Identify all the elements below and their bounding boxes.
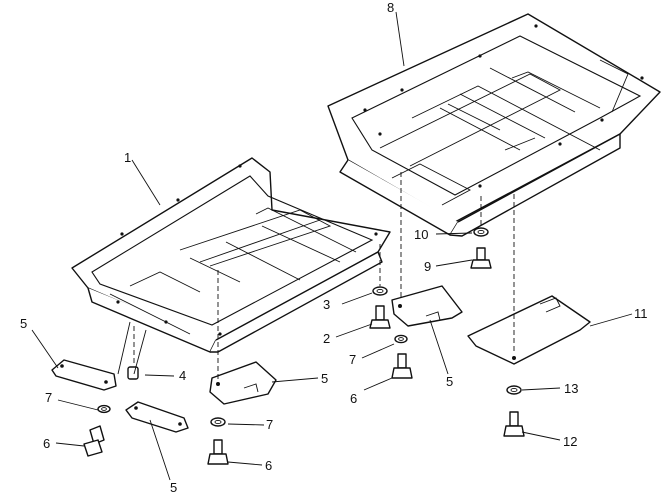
washer-7-center[interactable] [394,334,408,344]
callout-5-right: 5 [446,374,453,389]
callout-12: 12 [563,434,577,449]
callout-8: 8 [387,0,394,15]
callout-4: 4 [179,368,186,383]
washer-13[interactable] [506,385,522,395]
callout-6-lower: 6 [265,458,272,473]
callout-labels: 1 8 3 2 4 7 6 7 6 7 6 5 5 5 5 10 9 11 13… [20,0,648,494]
bolt-6-lower[interactable] [207,439,229,465]
assembly-lines [133,172,515,380]
washer-3[interactable] [372,286,388,296]
bolt-9[interactable] [470,247,492,269]
callout-1: 1 [124,150,131,165]
callout-7-left: 7 [45,390,52,405]
guard-frame-upper[interactable] [327,13,661,237]
callout-5-bottom: 5 [170,480,177,494]
callout-7-lower: 7 [266,417,273,432]
callout-6-left: 6 [43,436,50,451]
plate-11[interactable] [467,295,591,365]
cover-plate-center[interactable] [209,361,277,405]
guard-frame-lower[interactable] [71,157,391,353]
cover-plate-right[interactable] [391,285,463,327]
bolt-6-left[interactable] [83,425,105,457]
leader-lines [31,11,633,481]
cover-plate-left[interactable] [51,359,117,391]
washer-7-lower[interactable] [210,417,226,427]
callout-6-center: 6 [350,391,357,406]
bolt-12[interactable] [503,411,525,437]
bolt-6-center[interactable] [391,353,413,379]
callout-2: 2 [323,331,330,346]
callout-5-left: 5 [20,316,27,331]
callout-5-center: 5 [321,371,328,386]
bushing-4[interactable] [127,366,139,380]
callout-7-center: 7 [349,352,356,367]
washer-10[interactable] [473,227,489,237]
callout-3: 3 [323,297,330,312]
callout-10: 10 [414,227,428,242]
cover-plate-bottom[interactable] [125,401,189,433]
callout-11: 11 [634,306,648,321]
callout-9: 9 [424,259,431,274]
callout-13: 13 [564,381,578,396]
bolt-2[interactable] [369,305,391,329]
washer-7-left[interactable] [97,404,111,414]
